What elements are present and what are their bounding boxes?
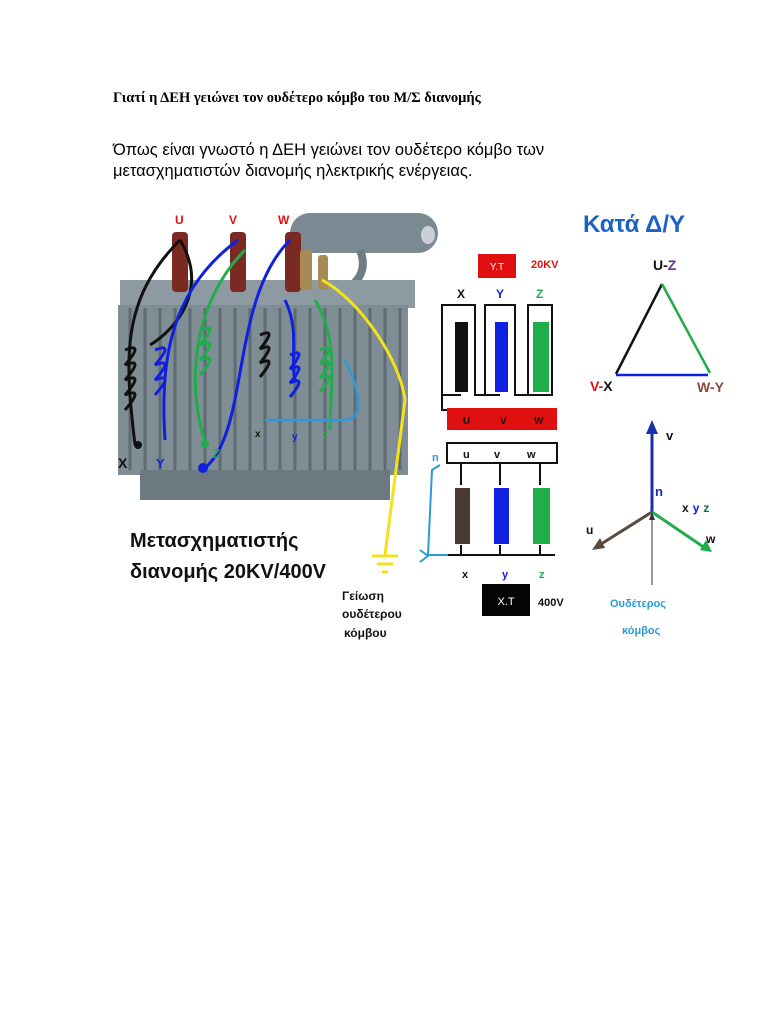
neutral-caption-line-1: Ουδέτερος [610, 598, 666, 610]
conservator-tank [290, 213, 438, 253]
delta-side-green [660, 283, 712, 374]
photo-caption-line-1: Μετασχηματιστής [130, 530, 298, 552]
intro-line-2: μετασχηματιστών διανομής ηλεκτρικής ενέρ… [113, 162, 473, 180]
ground-caption-line-1: Γείωση [342, 589, 384, 603]
label-photo-Y: Y [156, 456, 165, 471]
neutral-caption-line-2: κόμβος [622, 625, 661, 637]
coil-green-hv [198, 326, 212, 376]
top-label-Z: Z [536, 287, 543, 301]
hv-terminal-V: V [500, 416, 507, 427]
bottom-label-x: x [462, 569, 469, 581]
delta-vertex-right: W-Y [697, 379, 725, 395]
ground-caption-line-3: κόμβου [344, 626, 387, 640]
intro-paragraph: Όπως είναι γνωστό η ΔΕΗ γειώνει τον ουδέ… [113, 140, 653, 182]
intro-line-1: Όπως είναι γνωστό η ΔΕΗ γειώνει τον ουδέ… [113, 141, 545, 159]
coil-blue-hv [153, 346, 167, 396]
label-photo-X: X [118, 455, 128, 471]
ground-caption-line-2: ουδέτερου [342, 607, 402, 621]
bottom-label-z: z [539, 569, 545, 581]
ground-wire [321, 278, 407, 556]
hv-terminal-strip [447, 408, 557, 430]
bottom-label-y: y [502, 569, 509, 581]
lv-terminal-w: w [526, 449, 536, 461]
hv-voltage: 20KV [531, 259, 559, 271]
document-title: Γιατί η ΔΕΗ γειώνει τον ουδέτερο κόμβο τ… [113, 90, 481, 106]
lv-terminal-strip [446, 442, 558, 464]
label-terminal-U: U [175, 213, 184, 227]
ground-symbol [372, 554, 398, 574]
label-photo-Z: Z [212, 446, 220, 461]
photo-caption-line-2: διανομής 20KV/400V [130, 561, 327, 583]
vector-label-u: u [586, 523, 593, 537]
label-photo-y: y [292, 432, 298, 443]
hv-winding-black [455, 322, 468, 392]
lv-terminal-v: v [494, 449, 501, 461]
coil-green-lv [318, 346, 331, 393]
lv-voltage: 400V [538, 597, 564, 609]
tank-base [140, 470, 390, 500]
hv-winding-green [533, 322, 549, 392]
lv-winding-green [533, 488, 550, 544]
delta-heading: Κατά Δ/Υ [583, 211, 685, 238]
label-photo-z: z [323, 430, 328, 441]
hv-terminal-U: U [463, 416, 470, 427]
tank-top [120, 280, 415, 308]
hv-box [478, 254, 516, 278]
delta-vertex-left: V-X [590, 378, 613, 394]
coil-black-hv [123, 346, 137, 411]
top-label-Y: Y [496, 287, 504, 301]
lv-box [482, 584, 530, 616]
top-label-X: X [457, 287, 465, 301]
lv-terminal-u: u [463, 449, 470, 461]
vector-label-v: v [666, 428, 674, 443]
neutral-wire-photo [265, 359, 360, 422]
neutral-label-n: n [432, 452, 439, 464]
star-wiring [448, 463, 555, 556]
hv-terminal-W: W [534, 416, 544, 427]
vector-label-w: w [705, 532, 716, 546]
delta-diagram: Κατά Δ/Υ U-Z V-X W-Y [583, 211, 725, 395]
delta-wiring [441, 304, 553, 411]
hv-winding-blue [495, 322, 508, 392]
transformer-photo: U V W X Y Z x y z Μετασχηματιστής διανομ… [118, 213, 438, 640]
lv-winding-black [455, 488, 470, 544]
label-photo-x: x [255, 429, 261, 440]
lv-box-label: Χ.Τ [497, 596, 514, 608]
delta-vertex-top: U-Z [653, 257, 677, 273]
neutral-wire-schematic [426, 464, 448, 556]
vector-u [597, 510, 653, 548]
conservator-gauge [421, 226, 435, 244]
vector-label-n: n [655, 484, 663, 499]
lv-winding-blue [494, 488, 509, 544]
label-terminal-V: V [229, 213, 237, 227]
vector-w [651, 510, 706, 550]
coil-blue-lv [288, 351, 301, 398]
delta-side-black [614, 283, 664, 375]
label-terminal-W: W [278, 213, 290, 227]
wiring-schematic: Υ.Τ 20KV X Y Z U V W n u v w [419, 254, 564, 616]
coil-black-lv [258, 331, 271, 378]
hv-box-label: Υ.Τ [490, 262, 504, 273]
